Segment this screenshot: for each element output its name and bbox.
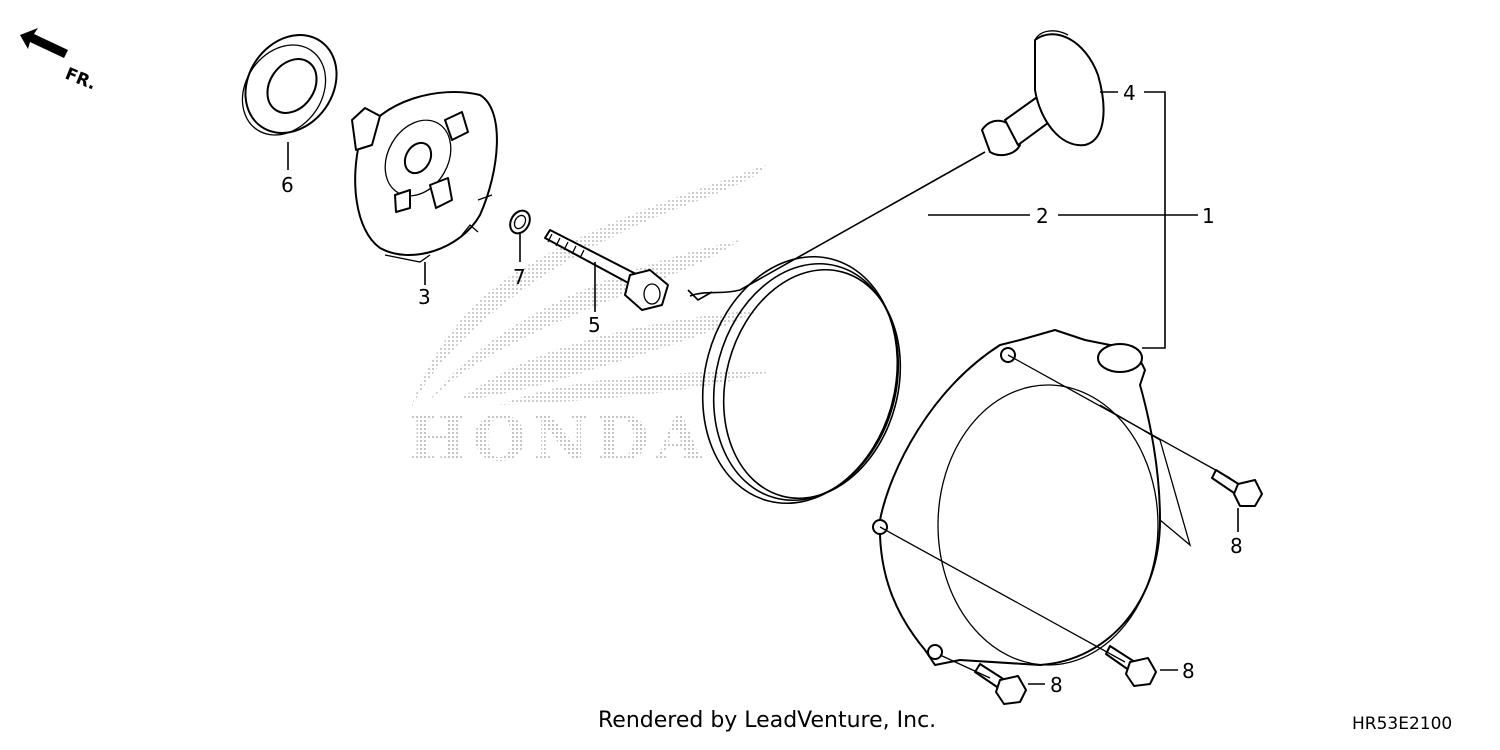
bolt-8-right	[1211, 469, 1263, 507]
honda-watermark-text: HONDA	[408, 402, 709, 475]
callout-2: 2	[1036, 204, 1049, 228]
callout-4: 4	[1123, 81, 1136, 105]
arrow-front-icon	[20, 28, 68, 58]
callout-1: 1	[1202, 204, 1215, 228]
bolt-8-bottom	[974, 663, 1027, 705]
flange-bolt	[544, 229, 669, 311]
callout-8-right: 8	[1230, 534, 1243, 558]
direction-label: FR.	[62, 64, 99, 94]
bolt-8-bottom-right	[1105, 645, 1157, 687]
recoil-starter-cover	[872, 329, 1192, 666]
washer	[509, 209, 531, 235]
callout-3: 3	[418, 285, 431, 309]
render-credit: Rendered by LeadVenture, Inc.	[598, 708, 937, 733]
diagram-code: HR53E2100	[1352, 714, 1453, 734]
leader-lines	[287, 91, 1239, 685]
oil-seal	[241, 34, 338, 136]
callout-7: 7	[513, 265, 526, 289]
honda-wing-watermark	[410, 165, 770, 410]
callout-8-bottom: 8	[1050, 673, 1063, 697]
starter-rope	[687, 151, 986, 505]
callout-6: 6	[281, 173, 294, 197]
starter-pulley	[351, 91, 498, 263]
starter-grip	[981, 30, 1105, 157]
callout-5: 5	[588, 313, 601, 337]
callout-8-bottom-right: 8	[1182, 659, 1195, 683]
